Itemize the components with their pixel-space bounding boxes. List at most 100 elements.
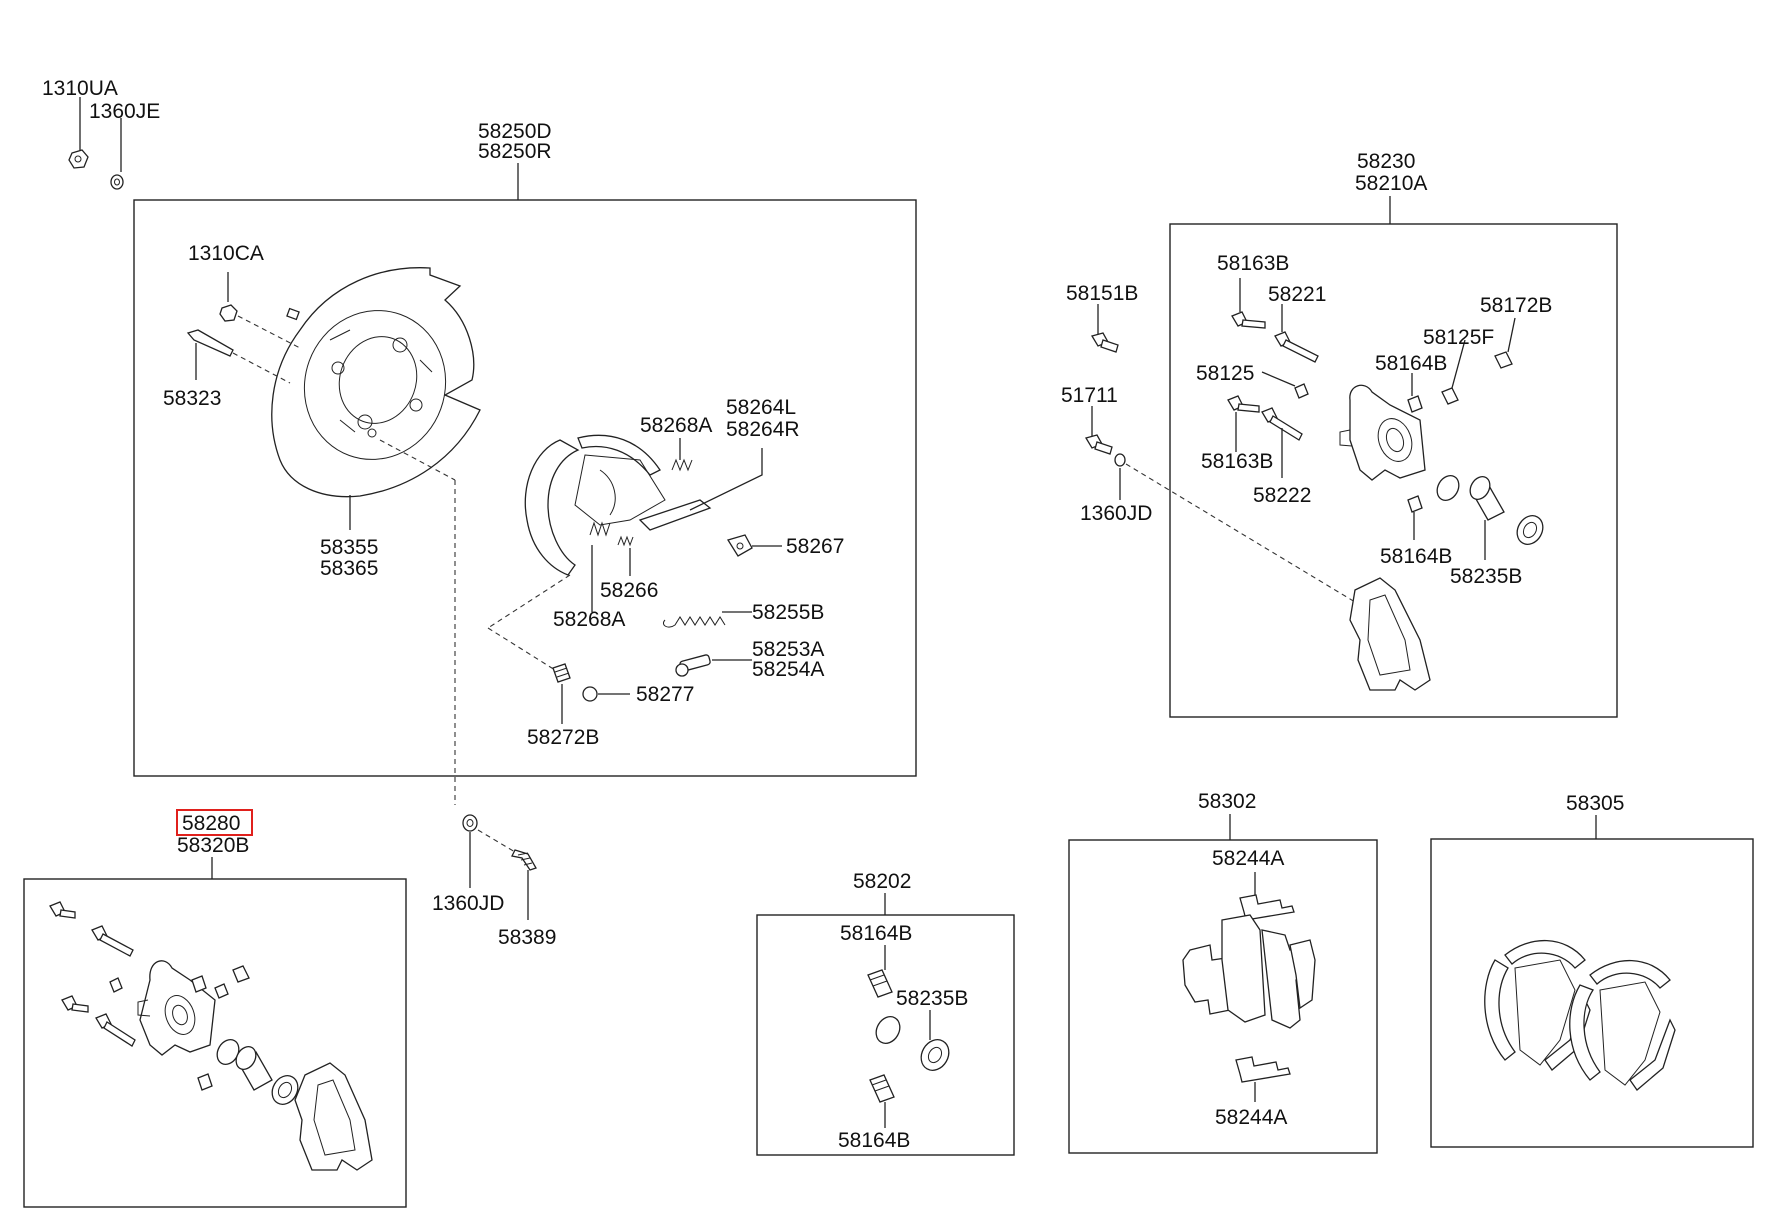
piston-seal-58235B-kit[interactable]	[916, 1010, 955, 1075]
label-58267[interactable]: 58267	[786, 535, 844, 558]
spring-58272B[interactable]	[552, 663, 571, 724]
label-58268A-upper[interactable]: 58268A	[640, 414, 712, 437]
label-58365[interactable]: 58365	[320, 557, 378, 580]
label-58264R[interactable]: 58264R	[726, 418, 800, 441]
caliper-bracket-right[interactable]	[1349, 577, 1431, 691]
label-58244A-upper[interactable]: 58244A	[1212, 847, 1284, 870]
label-58320B[interactable]: 58320B	[177, 834, 249, 857]
pad-clip-58244A-lower[interactable]	[1235, 1056, 1291, 1102]
label-1360JE[interactable]: 1360JE	[89, 100, 160, 123]
lever-58264[interactable]	[689, 448, 763, 511]
caliper-bracket-left[interactable]	[294, 1062, 373, 1171]
label-58255B[interactable]: 58255B	[752, 601, 824, 624]
brake-pads[interactable]	[1182, 914, 1316, 1029]
bolt-58323[interactable]	[186, 329, 291, 384]
bolt-58163B-lower[interactable]	[1227, 395, 1260, 452]
label-58164B-right-upper[interactable]: 58164B	[1375, 352, 1447, 375]
label-1360JD-mid[interactable]: 1360JD	[432, 892, 504, 915]
bleeder-left-1[interactable]	[191, 975, 207, 993]
washer-1360JD-right[interactable]	[1114, 453, 1126, 500]
bolt-51711[interactable]	[1085, 406, 1113, 455]
label-58244A-lower[interactable]: 58244A	[1215, 1106, 1287, 1129]
washer-1360JE[interactable]	[110, 118, 124, 190]
adjuster-58253A[interactable]	[675, 654, 752, 677]
label-58272B[interactable]: 58272B	[527, 726, 599, 749]
caliper-body[interactable]	[1339, 384, 1426, 481]
cap-58125F[interactable]	[1441, 339, 1466, 405]
parking-brake-shoe-58264[interactable]	[524, 434, 712, 576]
bolt-58389[interactable]	[511, 849, 537, 920]
label-58202[interactable]: 58202	[853, 870, 911, 893]
nut-1310CA[interactable]	[219, 272, 301, 349]
bleeder-58164B-lower[interactable]	[1407, 495, 1423, 540]
spring-58268A-upper[interactable]	[671, 438, 693, 472]
label-58277[interactable]: 58277	[636, 683, 694, 706]
label-58280[interactable]: 58280	[182, 812, 240, 835]
label-58163B-lower[interactable]: 58163B	[1201, 450, 1273, 473]
pad-clip-58244A-upper[interactable]	[1239, 872, 1295, 921]
piston-left[interactable]	[232, 1043, 303, 1109]
caliper-body-left[interactable]	[137, 960, 216, 1056]
boot-58125[interactable]	[1261, 371, 1309, 399]
label-58323[interactable]: 58323	[163, 387, 221, 410]
plate-58266[interactable]	[617, 535, 634, 576]
label-58151B[interactable]: 58151B	[1066, 282, 1138, 305]
cap-left[interactable]	[232, 965, 250, 983]
plate-58267[interactable]	[726, 534, 782, 557]
pin-left-1[interactable]	[91, 925, 134, 957]
cap-58277[interactable]	[582, 686, 630, 702]
label-58264L[interactable]: 58264L	[726, 396, 796, 419]
cap-58172B[interactable]	[1494, 317, 1516, 369]
label-58254A[interactable]: 58254A	[752, 658, 824, 681]
spring-58255B[interactable]	[662, 611, 752, 628]
bleeder-58164B-upper[interactable]	[1407, 373, 1423, 413]
label-58221[interactable]: 58221	[1268, 283, 1326, 306]
bolt-left-1[interactable]	[49, 901, 76, 919]
backing-plate-58355[interactable]	[271, 267, 481, 498]
bolt-58151B[interactable]	[1091, 304, 1119, 353]
label-58250R[interactable]: 58250R	[478, 140, 552, 163]
piston-58235B-right[interactable]	[1466, 473, 1548, 560]
label-58125[interactable]: 58125	[1196, 362, 1254, 385]
label-58172B[interactable]: 58172B	[1480, 294, 1552, 317]
pin-58222[interactable]	[1261, 407, 1303, 478]
bolt-left-2[interactable]	[61, 995, 89, 1013]
bleeder-kit-lower[interactable]	[869, 1074, 895, 1128]
label-58389[interactable]: 58389	[498, 926, 556, 949]
bleeder-left-2[interactable]	[214, 983, 229, 999]
pin-left-2[interactable]	[95, 1013, 136, 1047]
label-58222[interactable]: 58222	[1253, 484, 1311, 507]
label-58235B-kit[interactable]: 58235B	[896, 987, 968, 1010]
label-58355[interactable]: 58355	[320, 536, 378, 559]
brake-shoe-right[interactable]	[1569, 959, 1676, 1091]
bleeder-left-3[interactable]	[197, 1073, 213, 1091]
label-58235B-right[interactable]: 58235B	[1450, 565, 1522, 588]
seal-ring-right[interactable]	[1433, 472, 1463, 505]
label-58210A[interactable]: 58210A	[1355, 172, 1427, 195]
nut-1310UA[interactable]	[68, 97, 89, 169]
label-58253A[interactable]: 58253A	[752, 638, 824, 661]
label-58250D[interactable]: 58250D	[478, 120, 552, 143]
bleeder-kit-upper[interactable]	[867, 945, 893, 998]
label-58302[interactable]: 58302	[1198, 790, 1256, 813]
label-1310UA[interactable]: 1310UA	[42, 77, 118, 100]
bolt-stud[interactable]	[286, 307, 300, 321]
label-58164B-kit-upper[interactable]: 58164B	[840, 922, 912, 945]
label-1310CA[interactable]: 1310CA	[188, 242, 264, 265]
seal-kit[interactable]	[871, 1012, 904, 1047]
spring-58268A-lower[interactable]	[589, 521, 611, 612]
label-58268A-lower[interactable]: 58268A	[553, 608, 625, 631]
bolt-58163B-upper[interactable]	[1231, 278, 1266, 329]
boot-left[interactable]	[109, 977, 123, 993]
label-58305[interactable]: 58305	[1566, 792, 1624, 815]
label-58163B-upper[interactable]: 58163B	[1217, 252, 1289, 275]
washer-1360JD-mid[interactable]	[462, 814, 478, 888]
label-58266[interactable]: 58266	[600, 579, 658, 602]
label-58164B-kit-lower[interactable]: 58164B	[838, 1129, 910, 1152]
label-51711[interactable]: 51711	[1061, 384, 1118, 407]
label-1360JD-right[interactable]: 1360JD	[1080, 502, 1152, 525]
label-58125F[interactable]: 58125F	[1423, 326, 1494, 349]
pin-58221[interactable]	[1274, 304, 1319, 363]
label-58164B-right-lower[interactable]: 58164B	[1380, 545, 1452, 568]
label-58230[interactable]: 58230	[1357, 150, 1415, 173]
